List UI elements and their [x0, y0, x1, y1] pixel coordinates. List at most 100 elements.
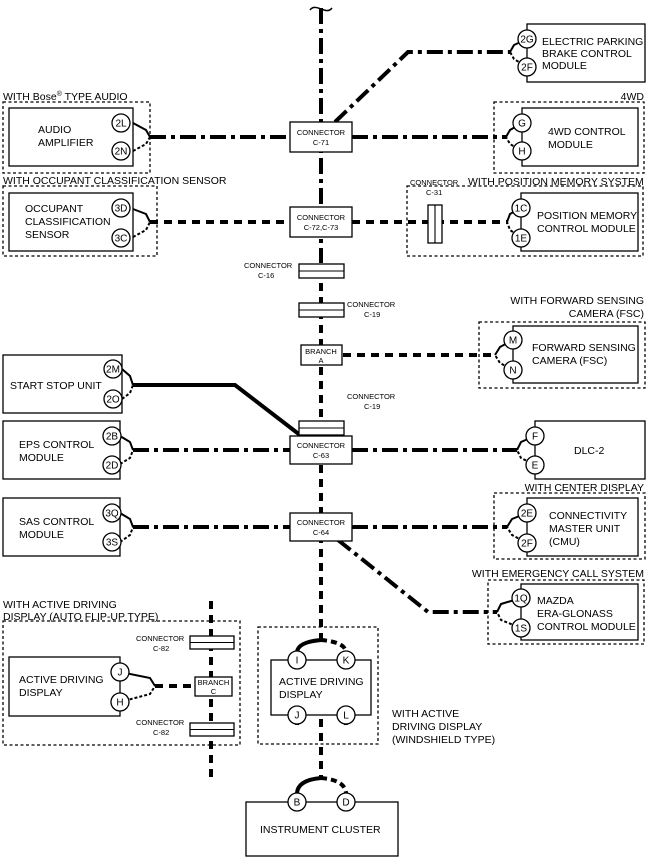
module-posmem	[520, 192, 639, 252]
module-audio	[8, 107, 134, 167]
module-adwind-label-1: ACTIVE DRIVING	[279, 676, 364, 688]
module-cmu-label-1: CONNECTIVITY	[549, 510, 627, 522]
pin-circles	[102, 29, 545, 812]
wire-adwind-solid-top	[295, 638, 322, 653]
group-bose-label: WITH Bose® TYPE AUDIO	[3, 90, 128, 103]
conn-c19a-label-1: CONNECTOR	[347, 300, 396, 309]
branch-c-label-2: C	[211, 687, 217, 696]
module-sas-label-1: SAS CONTROL	[19, 516, 94, 528]
wire-ssu	[133, 383, 302, 437]
conn-c63-label-1: CONNECTOR	[297, 441, 346, 450]
pin-label: 2D	[106, 461, 119, 472]
conn-c7273	[289, 206, 353, 238]
conn-c16-label-1: CONNECTOR	[244, 261, 293, 270]
group-labels: WITH Bose® TYPE AUDIO 4WD WITH OCCUPANT …	[3, 90, 644, 746]
conn-c71-label-2: C-71	[313, 138, 329, 147]
group-posmem-label: WITH POSITION MEMORY SYSTEM	[468, 176, 644, 188]
module-4wd-label-1: 4WD CONTROL	[548, 126, 626, 138]
module-epb-label-1: ELECTRIC PARKING	[542, 36, 643, 48]
pin-label: 3Q	[105, 509, 119, 520]
module-cmu	[526, 497, 639, 557]
module-ic-label-1: INSTRUMENT CLUSTER	[260, 824, 381, 836]
module-fsc	[512, 325, 639, 384]
pin-label: G	[518, 119, 526, 130]
conn-c31-label-2: C-31	[426, 188, 442, 197]
pin-label: F	[532, 432, 538, 443]
module-4wd-label-2: MODULE	[548, 139, 593, 151]
conn-c71	[289, 121, 353, 153]
branch-a-label-2: A	[318, 356, 323, 365]
pin-label: 2F	[521, 539, 533, 550]
conn-c64-label-1: CONNECTOR	[297, 518, 346, 527]
wire-adwind-dash-top	[320, 638, 348, 653]
branch-c	[194, 676, 233, 697]
pin-label: 2G	[520, 35, 534, 46]
conn-c64-label-2: C-64	[313, 528, 329, 537]
group-emergency-label: WITH EMERGENCY CALL SYSTEM	[472, 568, 644, 580]
group-fsc-label-2: CAMERA (FSC)	[569, 308, 644, 320]
module-era-label-3: CONTROL MODULE	[537, 621, 636, 633]
group-adwind-label-1: WITH ACTIVE	[392, 708, 459, 720]
module-fsc-label-2: CAMERA (FSC)	[532, 355, 607, 367]
pin-label: B	[294, 798, 301, 809]
pin-label: 1Q	[514, 594, 528, 605]
conn-c19b-label-1: CONNECTOR	[347, 392, 396, 401]
conn-c16-label-2: C-16	[258, 271, 274, 280]
connector-labels: CONNECTOR C-71 CONNECTOR C-72,C-73 CONNE…	[136, 128, 459, 737]
pin-label: J	[295, 711, 300, 722]
module-adflip-label-1: ACTIVE DRIVING	[19, 674, 104, 686]
module-era	[520, 583, 639, 641]
module-ocs-label-2: CLASSIFICATION	[25, 216, 111, 228]
module-ocs-label-3: SENSOR	[25, 229, 70, 241]
conn-c82b-label-1: CONNECTOR	[136, 718, 185, 727]
module-dlc-label-1: DLC-2	[574, 445, 605, 457]
pin-label: 2N	[115, 147, 128, 158]
module-ic	[245, 801, 399, 857]
pin-label: I	[296, 656, 299, 667]
conn-c7273-label-2: C-72,C-73	[304, 223, 339, 232]
group-center-label: WITH CENTER DISPLAY	[525, 482, 644, 494]
conn-c82a-label-2: C-82	[153, 644, 169, 653]
module-sas	[2, 497, 121, 557]
module-eps-label-2: MODULE	[19, 452, 64, 464]
conn-c63	[289, 435, 353, 465]
pin-label: K	[343, 656, 350, 667]
module-fsc-label-1: FORWARD SENSING	[532, 342, 636, 354]
module-era-label-2: ERA-GLONASS	[537, 608, 613, 620]
module-posmem-label-2: CONTROL MODULE	[537, 223, 636, 235]
module-dlc	[534, 420, 646, 480]
pin-label: 3S	[106, 538, 119, 549]
branch-a-label-1: BRANCH	[305, 347, 337, 356]
wire-era	[336, 538, 497, 614]
module-audio-label-1: AUDIO	[38, 124, 71, 136]
pin-label: H	[116, 698, 123, 709]
module-labels: ELECTRIC PARKING BRAKE CONTROL MODULE AU…	[10, 36, 643, 836]
module-era-label-1: MAZDA	[537, 595, 574, 607]
conn-c63-label-2: C-63	[313, 451, 329, 460]
module-posmem-label-1: POSITION MEMORY	[537, 210, 637, 222]
conn-c71-label-1: CONNECTOR	[297, 128, 346, 137]
module-audio-label-2: AMPLIFIER	[38, 137, 94, 149]
group-adwind-label-3: (WINDSHIELD TYPE)	[392, 734, 495, 746]
pin-label: 1S	[515, 624, 528, 635]
wire-break-symbol	[309, 6, 333, 12]
pin-label: 2F	[521, 63, 533, 74]
pin-label: 2O	[106, 395, 120, 406]
module-adflip	[8, 656, 121, 717]
group-adwind-label-2: DRIVING DISPLAY	[392, 721, 482, 733]
wire-ic-dash	[320, 776, 348, 794]
group-adflip-label-1: WITH ACTIVE DRIVING	[3, 599, 117, 611]
pin-label: 3D	[115, 204, 128, 215]
conn-c82a-label-1: CONNECTOR	[136, 634, 185, 643]
conn-c19b-label-2: C-19	[364, 402, 380, 411]
conn-c31-label-1: CONNECTOR	[410, 178, 459, 187]
pin-label: 2E	[521, 509, 534, 520]
module-adflip-label-2: DISPLAY	[19, 687, 63, 699]
module-adwind-label-2: DISPLAY	[279, 689, 323, 701]
pin-label: N	[509, 366, 516, 377]
pin-label: 2L	[115, 119, 127, 130]
module-cmu-label-3: (CMU)	[549, 536, 580, 548]
module-ssu	[2, 354, 123, 414]
conn-c82b-label-2: C-82	[153, 728, 169, 737]
